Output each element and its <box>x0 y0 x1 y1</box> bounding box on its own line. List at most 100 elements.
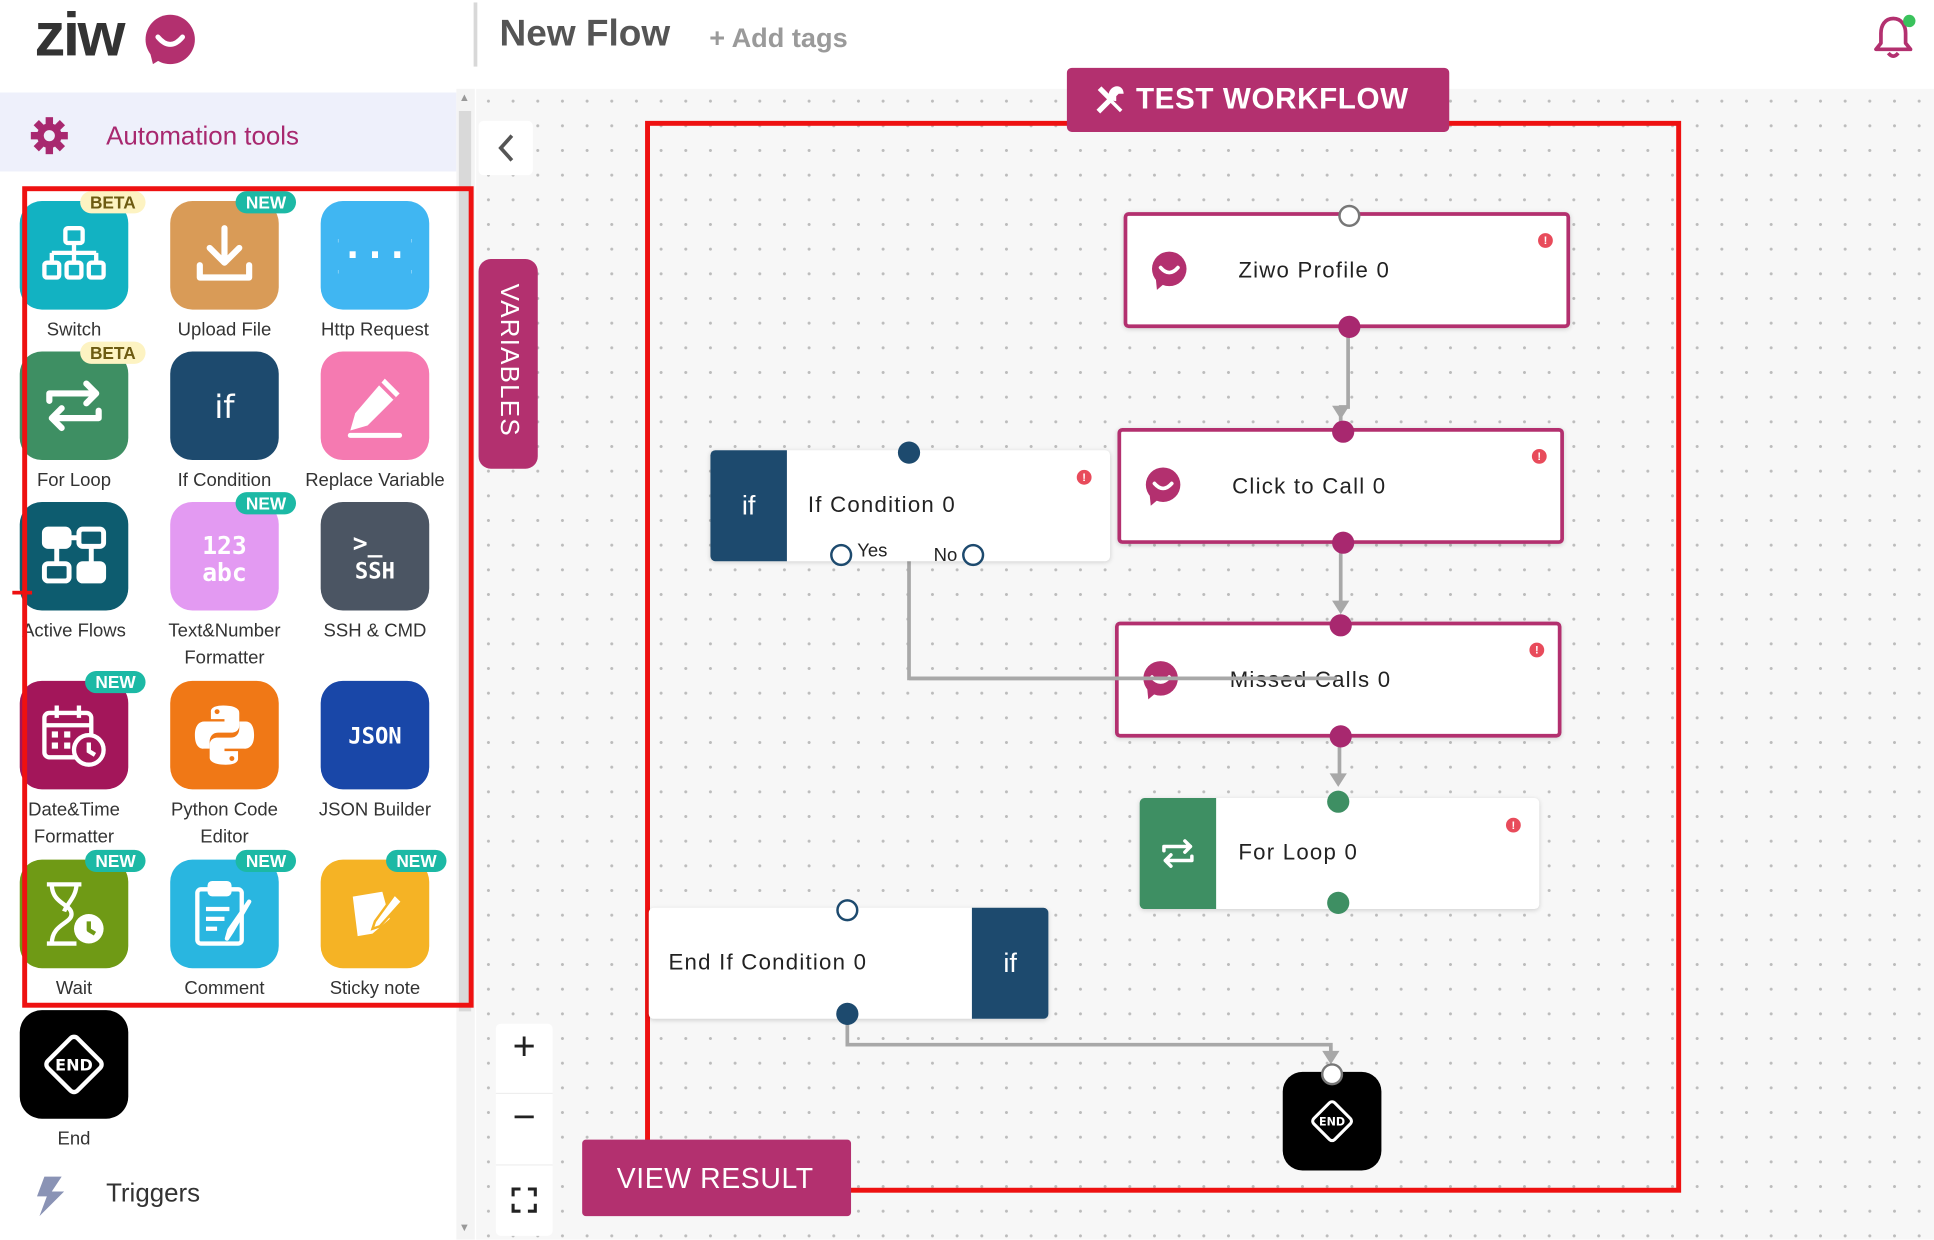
sidebar-scroll-thumb[interactable] <box>458 111 472 1012</box>
svg-text:SSH: SSH <box>355 558 395 584</box>
tool-label: JSON Builder <box>318 799 431 821</box>
end-icon: END <box>19 1010 129 1119</box>
bell-icon[interactable] <box>1869 12 1918 61</box>
alert-icon: ! <box>1529 642 1545 658</box>
variables-tab-label: VARIABLES <box>494 283 523 437</box>
svg-text:{···}: {···} <box>338 234 412 277</box>
scroll-up-arrow-icon[interactable]: ▲ <box>458 91 470 104</box>
output-port[interactable] <box>1329 725 1352 748</box>
triggers-section[interactable]: Triggers <box>106 1179 201 1208</box>
yes-output-port[interactable] <box>830 543 853 567</box>
new-badge: NEW <box>85 849 146 873</box>
node-title: Ziwo Profile 0 <box>1238 257 1391 283</box>
zoom-in-button[interactable]: + <box>512 1023 536 1069</box>
tool-python-code-editor[interactable]: Python Code Editor <box>150 680 298 851</box>
flow-title[interactable]: New Flow <box>499 13 671 55</box>
input-port[interactable] <box>1320 1063 1344 1086</box>
tool-label-line1: Text&Number <box>168 620 281 642</box>
chevron-left-icon <box>498 134 514 162</box>
flows-icon <box>19 501 129 611</box>
input-port[interactable] <box>1338 204 1361 227</box>
beta-badge: BETA <box>80 341 146 364</box>
zoom-controls: + − <box>495 1023 553 1236</box>
zoom-out-button[interactable]: − <box>495 1092 553 1162</box>
tool-for-loop[interactable]: BETA For Loop <box>0 341 148 495</box>
tool-upload-file[interactable]: NEW Upload File <box>150 191 298 344</box>
beta-badge: BETA <box>80 191 146 214</box>
tool-label-line2: Editor <box>200 826 249 848</box>
tool-replace-variable[interactable]: Replace Variable <box>301 351 449 495</box>
svg-text:END: END <box>55 1056 93 1075</box>
output-port[interactable] <box>836 1002 859 1025</box>
svg-text:JSON: JSON <box>348 724 401 750</box>
tool-label-line1: Python Code <box>170 799 278 821</box>
svg-text:if: if <box>214 388 235 426</box>
fit-view-button[interactable] <box>495 1164 553 1233</box>
automation-tools-header[interactable]: Automation tools <box>0 92 457 172</box>
sticky-note-icon: NEW <box>320 849 447 969</box>
input-port[interactable] <box>897 441 921 464</box>
tool-label: End <box>57 1128 91 1150</box>
hourglass-icon: NEW <box>19 849 146 969</box>
node-if-condition[interactable]: if If Condition 0 ! Yes No <box>710 441 1111 567</box>
node-title: For Loop 0 <box>1238 839 1359 865</box>
json-icon: JSON <box>320 680 430 790</box>
tool-wait[interactable]: NEW Wait <box>0 849 148 1003</box>
if-icon: if <box>971 907 1049 1019</box>
input-port[interactable] <box>1329 614 1352 637</box>
comment-icon: NEW <box>170 849 297 969</box>
tool-label: Http Request <box>320 319 429 341</box>
tool-switch[interactable]: BETA Switch <box>0 191 148 344</box>
highlight-marker <box>12 590 33 595</box>
if-icon: if <box>710 450 787 562</box>
flow-canvas[interactable]: VARIABLES TEST WORKFLOW Ziwo Profile 0 ! <box>476 67 1934 1240</box>
yes-label: Yes <box>857 540 888 562</box>
node-ziwo-profile[interactable]: Ziwo Profile 0 ! <box>1123 204 1571 338</box>
collapse-sidebar-button[interactable] <box>478 120 533 176</box>
variables-tab[interactable]: VARIABLES <box>478 259 538 469</box>
end-icon: END <box>1311 1100 1354 1143</box>
output-port[interactable] <box>1338 315 1361 338</box>
scroll-down-arrow-icon[interactable]: ▼ <box>458 1221 470 1234</box>
new-badge: NEW <box>235 492 297 515</box>
tool-end[interactable]: END End <box>0 1010 148 1153</box>
tool-label-line2: Formatter <box>184 647 265 669</box>
output-port[interactable] <box>1327 891 1350 914</box>
tool-json-builder[interactable]: JSON JSON Builder <box>301 680 449 824</box>
svg-text:>_: >_ <box>353 528 383 557</box>
add-tags-button[interactable]: + Add tags <box>709 22 848 54</box>
tool-active-flows[interactable]: Active Flows <box>0 501 148 645</box>
no-output-port[interactable] <box>962 543 985 567</box>
pencil-icon <box>320 351 430 461</box>
output-port[interactable] <box>1332 531 1355 554</box>
view-result-button[interactable]: VIEW RESULT <box>582 1139 852 1217</box>
view-result-label: VIEW RESULT <box>616 1161 814 1194</box>
tool-sticky-note[interactable]: NEW Sticky note <box>301 849 449 1003</box>
node-end-if-condition[interactable]: End If Condition 0 if <box>648 899 1049 1025</box>
tool-date-time-formatter[interactable]: NEW Date&Time Formatter <box>0 670 148 851</box>
tool-label: For Loop <box>36 469 112 491</box>
fullscreen-icon <box>511 1187 537 1213</box>
svg-text:END: END <box>1319 1115 1345 1128</box>
tool-label: If Condition <box>177 469 272 491</box>
loop-icon <box>1139 798 1217 910</box>
input-port[interactable] <box>1327 790 1350 813</box>
node-end[interactable]: END <box>1282 1063 1382 1171</box>
tools-icon <box>1096 86 1124 114</box>
connection-overlay <box>909 676 1338 681</box>
tool-comment[interactable]: NEW Comment <box>150 849 298 1003</box>
input-port[interactable] <box>1332 420 1355 443</box>
input-port[interactable] <box>836 899 859 922</box>
bolt-icon <box>37 1176 65 1217</box>
sitemap-icon: BETA <box>19 191 146 310</box>
tool-if-condition[interactable]: if If Condition <box>150 351 298 495</box>
node-for-loop[interactable]: For Loop 0 ! <box>1139 790 1540 914</box>
tool-http-request[interactable]: {···} Http Request <box>301 201 449 344</box>
sidebar: Automation tools BETA Switch NEW Upload … <box>0 88 475 1240</box>
node-click-to-call[interactable]: Click to Call 0 ! <box>1117 420 1564 554</box>
new-badge: NEW <box>386 849 447 873</box>
tool-ssh-cmd[interactable]: >_ SSH SSH & CMD <box>301 501 449 645</box>
tool-text-number-formatter[interactable]: NEW 123 abc Text&Number Formatter <box>150 492 298 672</box>
ziwo-logo[interactable]: ziw <box>35 0 208 74</box>
test-workflow-button[interactable]: TEST WORKFLOW <box>1066 67 1450 132</box>
